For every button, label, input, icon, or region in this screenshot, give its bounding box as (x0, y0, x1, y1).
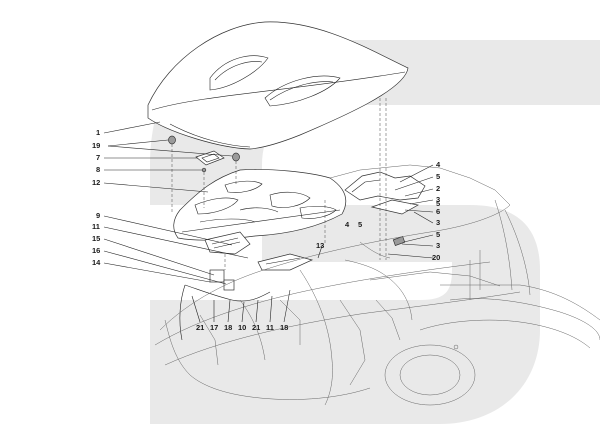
vehicle-body-frame (154, 164, 600, 406)
callout-11: 11 (92, 222, 100, 231)
callout-14: 14 (92, 258, 101, 267)
callout-3-second: 3 (436, 218, 440, 227)
callout-11-second: 11 (266, 323, 274, 332)
callout-9: 9 (96, 211, 100, 220)
callout-4: 4 (436, 160, 441, 169)
callout-20: 20 (432, 253, 440, 262)
callout-13: 13 (316, 241, 324, 250)
callout-17: 17 (210, 323, 218, 332)
hood-bumpers (168, 135, 240, 162)
callout-3-third: 3 (436, 241, 440, 250)
callout-labels: 1 19 7 8 12 9 11 15 16 14 4 5 2 3 5 6 3 … (92, 128, 441, 332)
assembly-guide-lines (171, 98, 387, 270)
hood-panel (147, 21, 409, 150)
callout-7: 7 (96, 153, 100, 162)
hood-insulation-panel (173, 169, 347, 241)
callout-18: 18 (224, 323, 232, 332)
callout-5-third: 5 (436, 230, 440, 239)
callout-8: 8 (96, 165, 100, 174)
callout-leader-lines (103, 121, 434, 285)
callout-2: 2 (436, 184, 440, 193)
callout-15: 15 (92, 234, 100, 243)
callout-12: 12 (92, 178, 100, 187)
hood-hinge-assembly (344, 171, 426, 246)
callout-3: 3 (436, 195, 440, 204)
callout-21-second: 21 (252, 323, 260, 332)
hood-bolt (201, 167, 207, 173)
callout-19: 19 (92, 141, 100, 150)
callout-16: 16 (92, 246, 100, 255)
callout-5: 5 (436, 172, 440, 181)
callout-18-second: 18 (280, 323, 288, 332)
callout-21: 21 (196, 323, 204, 332)
callout-1: 1 (96, 128, 100, 137)
hood-latch-mechanism (179, 231, 314, 341)
callout-4-lower: 4 (345, 220, 350, 229)
bottom-callout-leaders (191, 289, 291, 323)
callout-10: 10 (238, 323, 246, 332)
callout-5-second: 5 (436, 199, 440, 208)
callout-5-lower: 5 (358, 220, 362, 229)
callout-6: 6 (436, 207, 440, 216)
